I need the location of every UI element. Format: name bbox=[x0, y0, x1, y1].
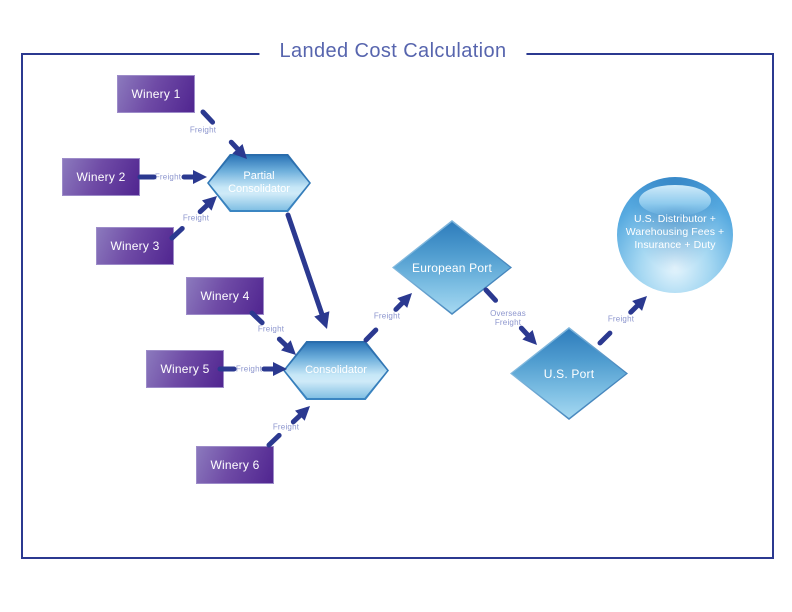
node-winery-5: Winery 5 bbox=[146, 350, 224, 388]
partial-consolidator-fill bbox=[209, 156, 309, 210]
consolidator-fill bbox=[285, 343, 387, 398]
winery-3-label: Winery 3 bbox=[110, 239, 160, 253]
node-winery-4: Winery 4 bbox=[186, 277, 264, 315]
consolidator-label: Consolidator bbox=[305, 364, 367, 376]
winery-1-label: Winery 1 bbox=[131, 87, 181, 101]
freight-label-winery1: Freight bbox=[189, 125, 217, 135]
freight-label-winery2: Freight bbox=[154, 172, 182, 182]
node-us-port: U.S. Port bbox=[510, 327, 628, 420]
winery-4-label: Winery 4 bbox=[200, 289, 250, 303]
freight-label-winery4: Freight bbox=[257, 324, 285, 334]
winery-2-label: Winery 2 bbox=[76, 170, 126, 184]
partial-consolidator-label: Partial Consolidator bbox=[228, 170, 290, 195]
freight-label-usport-distributor: Freight bbox=[607, 314, 635, 324]
us-distributor-line2: Warehousing Fees + bbox=[625, 226, 725, 238]
freight-label-winery6: Freight bbox=[272, 422, 300, 432]
diagram-title: Landed Cost Calculation bbox=[259, 40, 527, 63]
node-consolidator: Consolidator bbox=[283, 341, 389, 400]
freight-label-winery3: Freight bbox=[182, 213, 210, 223]
sphere-gloss-highlight bbox=[639, 185, 711, 217]
node-winery-2: Winery 2 bbox=[62, 158, 140, 196]
us-port-label: U.S. Port bbox=[543, 366, 595, 381]
node-winery-1: Winery 1 bbox=[117, 75, 195, 113]
node-winery-3: Winery 3 bbox=[96, 227, 174, 265]
winery-5-label: Winery 5 bbox=[160, 362, 210, 376]
node-winery-6: Winery 6 bbox=[196, 446, 274, 484]
freight-label-winery5: Freight bbox=[235, 364, 263, 374]
winery-6-label: Winery 6 bbox=[210, 458, 260, 472]
overseas-freight-label: Overseas Freight bbox=[490, 309, 526, 327]
us-distributor-label: U.S. Distributor + Warehousing Fees + In… bbox=[617, 213, 733, 252]
node-us-distributor: U.S. Distributor + Warehousing Fees + In… bbox=[617, 177, 733, 293]
freight-label-consolidator-europort: Freight bbox=[373, 311, 401, 321]
node-partial-consolidator: Partial Consolidator bbox=[207, 154, 311, 212]
us-distributor-line3: Insurance + Duty bbox=[634, 239, 716, 251]
node-european-port: European Port bbox=[392, 220, 512, 315]
us-distributor-line1: U.S. Distributor + bbox=[633, 213, 717, 225]
european-port-label: European Port bbox=[412, 260, 492, 275]
